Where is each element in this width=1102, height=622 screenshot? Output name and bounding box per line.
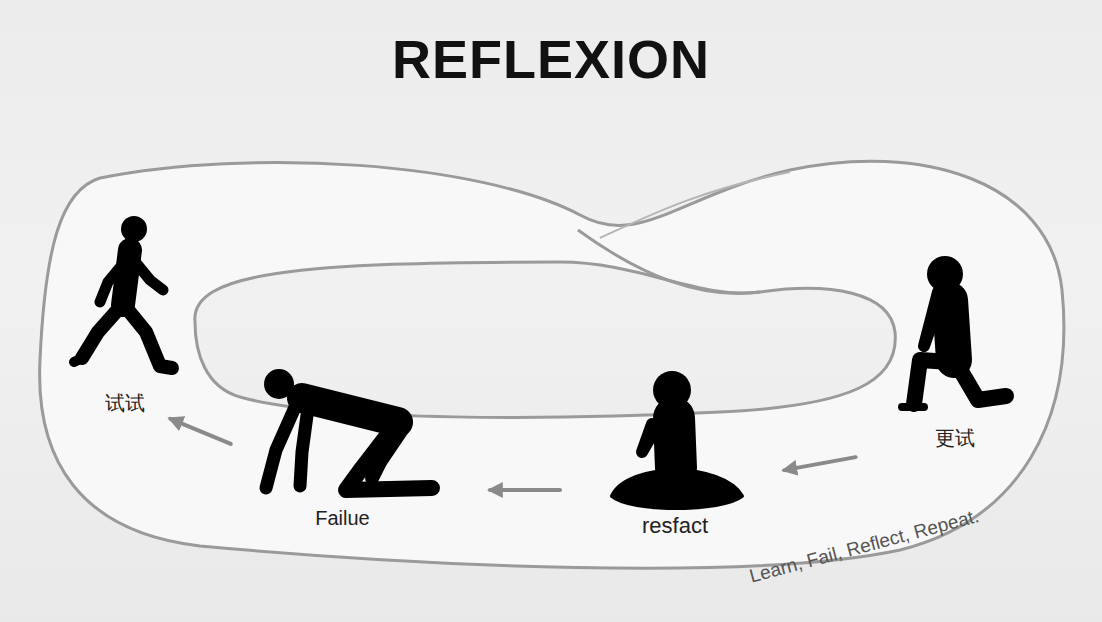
figure-label: Failue bbox=[313, 506, 371, 530]
flow-arrow bbox=[170, 419, 230, 444]
title-block: REFLEXION bbox=[0, 28, 1102, 90]
flow-arrow bbox=[784, 457, 855, 470]
band-twist bbox=[600, 172, 790, 238]
figure-label: resfact bbox=[640, 513, 710, 539]
figure-node: 试试 bbox=[70, 210, 180, 415]
band-twist bbox=[578, 230, 760, 293]
figure-label: 试试 bbox=[103, 391, 147, 415]
title: REFLEXION bbox=[392, 29, 710, 89]
walking-figure bbox=[74, 216, 172, 368]
figure-node: Failue bbox=[240, 362, 445, 530]
figure-label: 更试 bbox=[933, 426, 977, 450]
figure-node: resfact bbox=[605, 365, 745, 539]
loop-band bbox=[40, 161, 1064, 568]
kneeling-figure bbox=[902, 256, 1006, 407]
flow-arrow bbox=[490, 488, 560, 492]
figure-node: 更试 bbox=[895, 250, 1015, 450]
meditating-figure bbox=[612, 371, 742, 508]
crawling-figure bbox=[264, 369, 432, 490]
